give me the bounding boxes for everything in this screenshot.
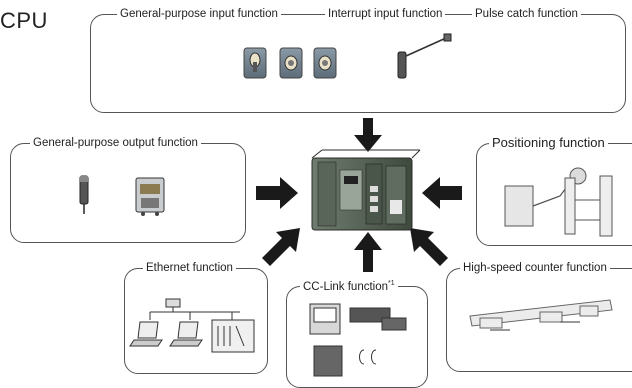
- general-output-label: General-purpose output function: [30, 136, 201, 150]
- arrow-up-left-icon: [410, 228, 448, 266]
- proximity-sensor-icon: [397, 33, 452, 79]
- plc-cpu-icon: [311, 149, 421, 231]
- general-output-box: [10, 143, 246, 243]
- input-functions-box: [90, 14, 626, 113]
- high-speed-counter-conveyor-icon: [469, 299, 613, 331]
- general-input-label: General-purpose input function: [117, 7, 281, 21]
- arrow-up-icon: [354, 232, 382, 272]
- indicator-light-icon: [79, 175, 89, 214]
- arrow-right-icon: [256, 177, 298, 209]
- arrow-up-right-icon: [262, 228, 300, 266]
- cc-link-label-text: CC-Link function: [303, 281, 389, 293]
- cc-link-devices-icon: [309, 303, 407, 377]
- relay-contactor-icon: [135, 177, 165, 216]
- positioning-servo-icon: [504, 167, 613, 237]
- positioning-label: Positioning function: [489, 136, 608, 150]
- interrupt-input-label: Interrupt input function: [325, 7, 446, 21]
- ethernet-network-icon: [129, 298, 255, 353]
- input-switch-icon: [279, 47, 303, 79]
- cpu-title: CPU: [0, 8, 48, 33]
- input-switch-icon: [313, 47, 337, 79]
- ethernet-label: Ethernet function: [143, 261, 236, 275]
- arrow-left-icon: [422, 177, 462, 209]
- input-switch-icon: [243, 47, 267, 79]
- high-speed-counter-label: High-speed counter function: [460, 261, 610, 275]
- pulse-catch-label: Pulse catch function: [472, 7, 581, 21]
- cc-link-label: CC-Link function*1: [300, 280, 398, 294]
- cc-link-footnote: *1: [388, 280, 395, 288]
- arrow-down-icon: [354, 118, 382, 152]
